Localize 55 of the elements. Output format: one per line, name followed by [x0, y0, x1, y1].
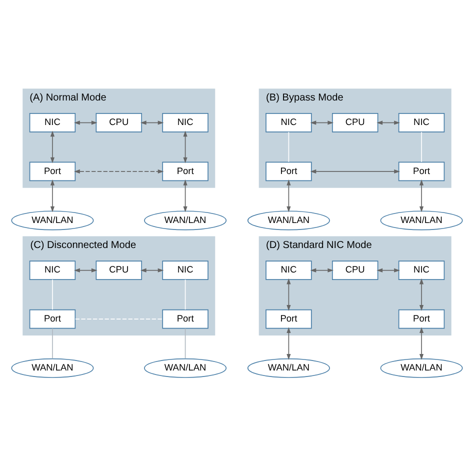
node-ellipse: WAN/LAN — [380, 210, 463, 230]
node-box: CPU — [332, 112, 378, 132]
arrow — [140, 268, 164, 272]
node-box: CPU — [96, 112, 142, 132]
node-box: Port — [29, 308, 76, 328]
node-ellipse: WAN/LAN — [380, 358, 463, 378]
node-ellipse: WAN/LAN — [247, 358, 330, 378]
node-box: NIC — [162, 260, 208, 280]
node-box: NIC — [398, 112, 445, 132]
arrow — [74, 120, 98, 124]
arrow — [310, 120, 334, 124]
arrow — [50, 179, 55, 212]
arrow — [50, 130, 55, 163]
node-ellipse: WAN/LAN — [144, 210, 227, 230]
node-box: NIC — [29, 112, 76, 132]
arrow — [310, 168, 400, 174]
arrow — [140, 120, 164, 124]
node-box: NIC — [266, 260, 312, 280]
node-ellipse: WAN/LAN — [247, 210, 330, 230]
node-box: Port — [266, 308, 312, 328]
connector — [288, 131, 290, 162]
node-box: NIC — [398, 260, 445, 280]
node-box: CPU — [332, 260, 378, 280]
node-box: Port — [29, 161, 76, 181]
connector — [184, 328, 186, 358]
node-ellipse: WAN/LAN — [144, 358, 227, 378]
node-ellipse: WAN/LAN — [11, 358, 94, 378]
arrow — [286, 278, 291, 310]
node-box: CPU — [96, 260, 142, 280]
node-box: NIC — [29, 260, 76, 280]
node-box: NIC — [266, 112, 312, 132]
arrow — [310, 268, 334, 272]
node-ellipse: WAN/LAN — [11, 210, 94, 230]
arrow — [74, 268, 98, 272]
connector — [184, 278, 186, 310]
node-box: Port — [266, 161, 312, 181]
node-box: Port — [398, 308, 445, 328]
connector — [52, 278, 53, 310]
node-box: NIC — [162, 112, 208, 132]
arrow — [286, 326, 291, 360]
arrow — [376, 120, 400, 124]
arrow — [419, 179, 424, 212]
arrow — [183, 179, 188, 212]
node-box: Port — [162, 308, 208, 328]
arrow — [419, 326, 424, 360]
connector — [52, 328, 53, 358]
arrow — [376, 268, 400, 272]
arrow — [183, 130, 188, 163]
connector — [74, 318, 163, 320]
node-box: Port — [162, 161, 208, 181]
connector — [421, 131, 422, 162]
arrow — [286, 179, 291, 212]
node-box: Port — [398, 161, 445, 181]
arrow — [419, 278, 424, 310]
arrow — [74, 168, 164, 174]
